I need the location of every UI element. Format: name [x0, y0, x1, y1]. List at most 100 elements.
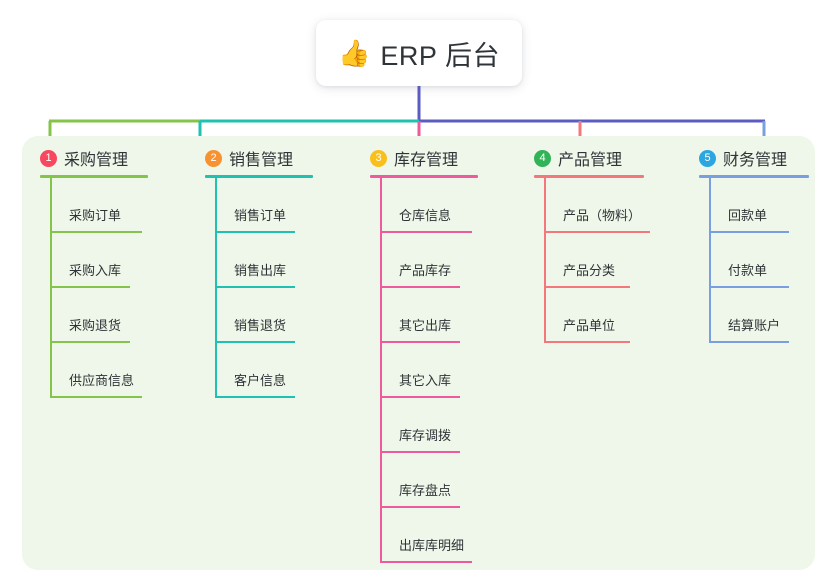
column-title-3: 库存管理 [394, 152, 459, 169]
menu-item[interactable]: 其它出库 [370, 288, 478, 343]
menu-item-label: 结算账户 [728, 318, 781, 333]
menu-item-rule [50, 396, 142, 398]
column-2: 2 销售管理销售订单销售出库销售退货客户信息 [205, 146, 313, 398]
menu-item[interactable]: 销售出库 [205, 233, 313, 288]
menu-item-label: 采购退货 [69, 318, 122, 333]
menu-item-label: 仓库信息 [399, 208, 452, 223]
column-items-4: 产品（物料） 产品分类产品单位 [534, 178, 650, 343]
menu-item-label: 采购订单 [69, 208, 122, 223]
menu-item-rule [709, 286, 789, 288]
column-badge-4: 4 [534, 149, 551, 167]
menu-item-label: 其它入库 [399, 373, 452, 388]
column-items-3: 仓库信息产品库存其它出库其它入库库存调拨库存盘点出库库明细 [370, 178, 478, 563]
column-spine-3 [380, 178, 382, 563]
menu-item[interactable]: 销售退货 [205, 288, 313, 343]
menu-item[interactable]: 库存调拨 [370, 398, 478, 453]
menu-item[interactable]: 产品库存 [370, 233, 478, 288]
column-spine-4 [544, 178, 546, 343]
menu-item-rule [380, 506, 460, 508]
menu-item-label: 产品库存 [399, 263, 452, 278]
menu-item-label: 出库库明细 [399, 538, 465, 553]
column-spine-5 [709, 178, 711, 343]
menu-item[interactable]: 产品（物料） [534, 178, 650, 233]
column-title-5: 财务管理 [723, 152, 788, 169]
column-spine-2 [215, 178, 217, 398]
page-title: ERP 后台 [380, 40, 500, 71]
menu-item-label: 销售出库 [234, 263, 287, 278]
column-1: 1 采购管理采购订单采购入库采购退货供应商信息 [40, 146, 148, 398]
menu-item[interactable]: 库存盘点 [370, 453, 478, 508]
content-panel [22, 136, 815, 570]
menu-item-rule [709, 231, 789, 233]
menu-item-label: 供应商信息 [69, 373, 135, 388]
menu-item-label: 销售订单 [234, 208, 287, 223]
column-header-rule-5 [699, 175, 809, 178]
column-header-5[interactable]: 5 财务管理 [699, 146, 809, 170]
column-badge-3: 3 [370, 149, 387, 167]
column-badge-2: 2 [205, 149, 222, 167]
menu-item[interactable]: 采购订单 [40, 178, 148, 233]
column-header-1[interactable]: 1 采购管理 [40, 146, 148, 170]
menu-item-rule [215, 341, 295, 343]
column-3: 3 库存管理仓库信息产品库存其它出库其它入库库存调拨库存盘点出库库明细 [370, 146, 478, 563]
column-items-2: 销售订单销售出库销售退货客户信息 [205, 178, 313, 398]
column-header-rule-1 [40, 175, 148, 178]
menu-item-label: 采购入库 [69, 263, 122, 278]
menu-item-rule [544, 286, 630, 288]
menu-item[interactable]: 采购退货 [40, 288, 148, 343]
menu-item-rule [380, 396, 460, 398]
column-4: 4 产品管理产品（物料） 产品分类产品单位 [534, 146, 650, 343]
menu-item[interactable]: 回款单 [699, 178, 809, 233]
menu-item-label: 回款单 [728, 208, 768, 223]
menu-item[interactable]: 其它入库 [370, 343, 478, 398]
column-title-1: 采购管理 [64, 152, 129, 169]
menu-item-label: 库存盘点 [399, 483, 452, 498]
root-title-card[interactable]: 👍 ERP 后台 [316, 20, 522, 86]
column-items-1: 采购订单采购入库采购退货供应商信息 [40, 178, 148, 398]
column-badge-5: 5 [699, 149, 716, 167]
menu-item-rule [50, 231, 142, 233]
menu-item[interactable]: 客户信息 [205, 343, 313, 398]
menu-item-rule [544, 341, 630, 343]
menu-item-label: 产品（物料） [563, 208, 642, 223]
menu-item-rule [380, 451, 460, 453]
menu-item-rule [544, 231, 650, 233]
menu-item[interactable]: 销售订单 [205, 178, 313, 233]
column-5: 5 财务管理回款单付款单结算账户 [699, 146, 809, 343]
column-header-2[interactable]: 2 销售管理 [205, 146, 313, 170]
menu-item-rule [50, 286, 130, 288]
column-header-rule-4 [534, 175, 644, 178]
menu-item[interactable]: 付款单 [699, 233, 809, 288]
menu-item-rule [380, 561, 472, 563]
menu-item-label: 产品分类 [563, 263, 616, 278]
menu-item-label: 销售退货 [234, 318, 287, 333]
column-header-rule-2 [205, 175, 313, 178]
menu-item-rule [709, 341, 789, 343]
menu-item-label: 付款单 [728, 263, 768, 278]
column-spine-1 [50, 178, 52, 398]
column-header-rule-3 [370, 175, 478, 178]
menu-item[interactable]: 产品分类 [534, 233, 644, 288]
menu-item-rule [380, 286, 460, 288]
thumbs-up-icon: 👍 [338, 38, 371, 68]
menu-item-rule [50, 341, 130, 343]
menu-item-rule [215, 396, 295, 398]
column-badge-1: 1 [40, 149, 57, 167]
menu-item-label: 产品单位 [563, 318, 616, 333]
menu-item-rule [380, 341, 460, 343]
menu-item[interactable]: 供应商信息 [40, 343, 148, 398]
column-items-5: 回款单付款单结算账户 [699, 178, 809, 343]
menu-item-label: 客户信息 [234, 373, 287, 388]
column-title-2: 销售管理 [229, 152, 294, 169]
menu-item[interactable]: 结算账户 [699, 288, 809, 343]
menu-item[interactable]: 采购入库 [40, 233, 148, 288]
column-header-4[interactable]: 4 产品管理 [534, 146, 644, 170]
menu-item[interactable]: 仓库信息 [370, 178, 478, 233]
menu-item[interactable]: 产品单位 [534, 288, 644, 343]
menu-item-rule [215, 286, 295, 288]
menu-item[interactable]: 出库库明细 [370, 508, 478, 563]
column-header-3[interactable]: 3 库存管理 [370, 146, 478, 170]
column-title-4: 产品管理 [558, 152, 623, 169]
menu-item-label: 库存调拨 [399, 428, 452, 443]
